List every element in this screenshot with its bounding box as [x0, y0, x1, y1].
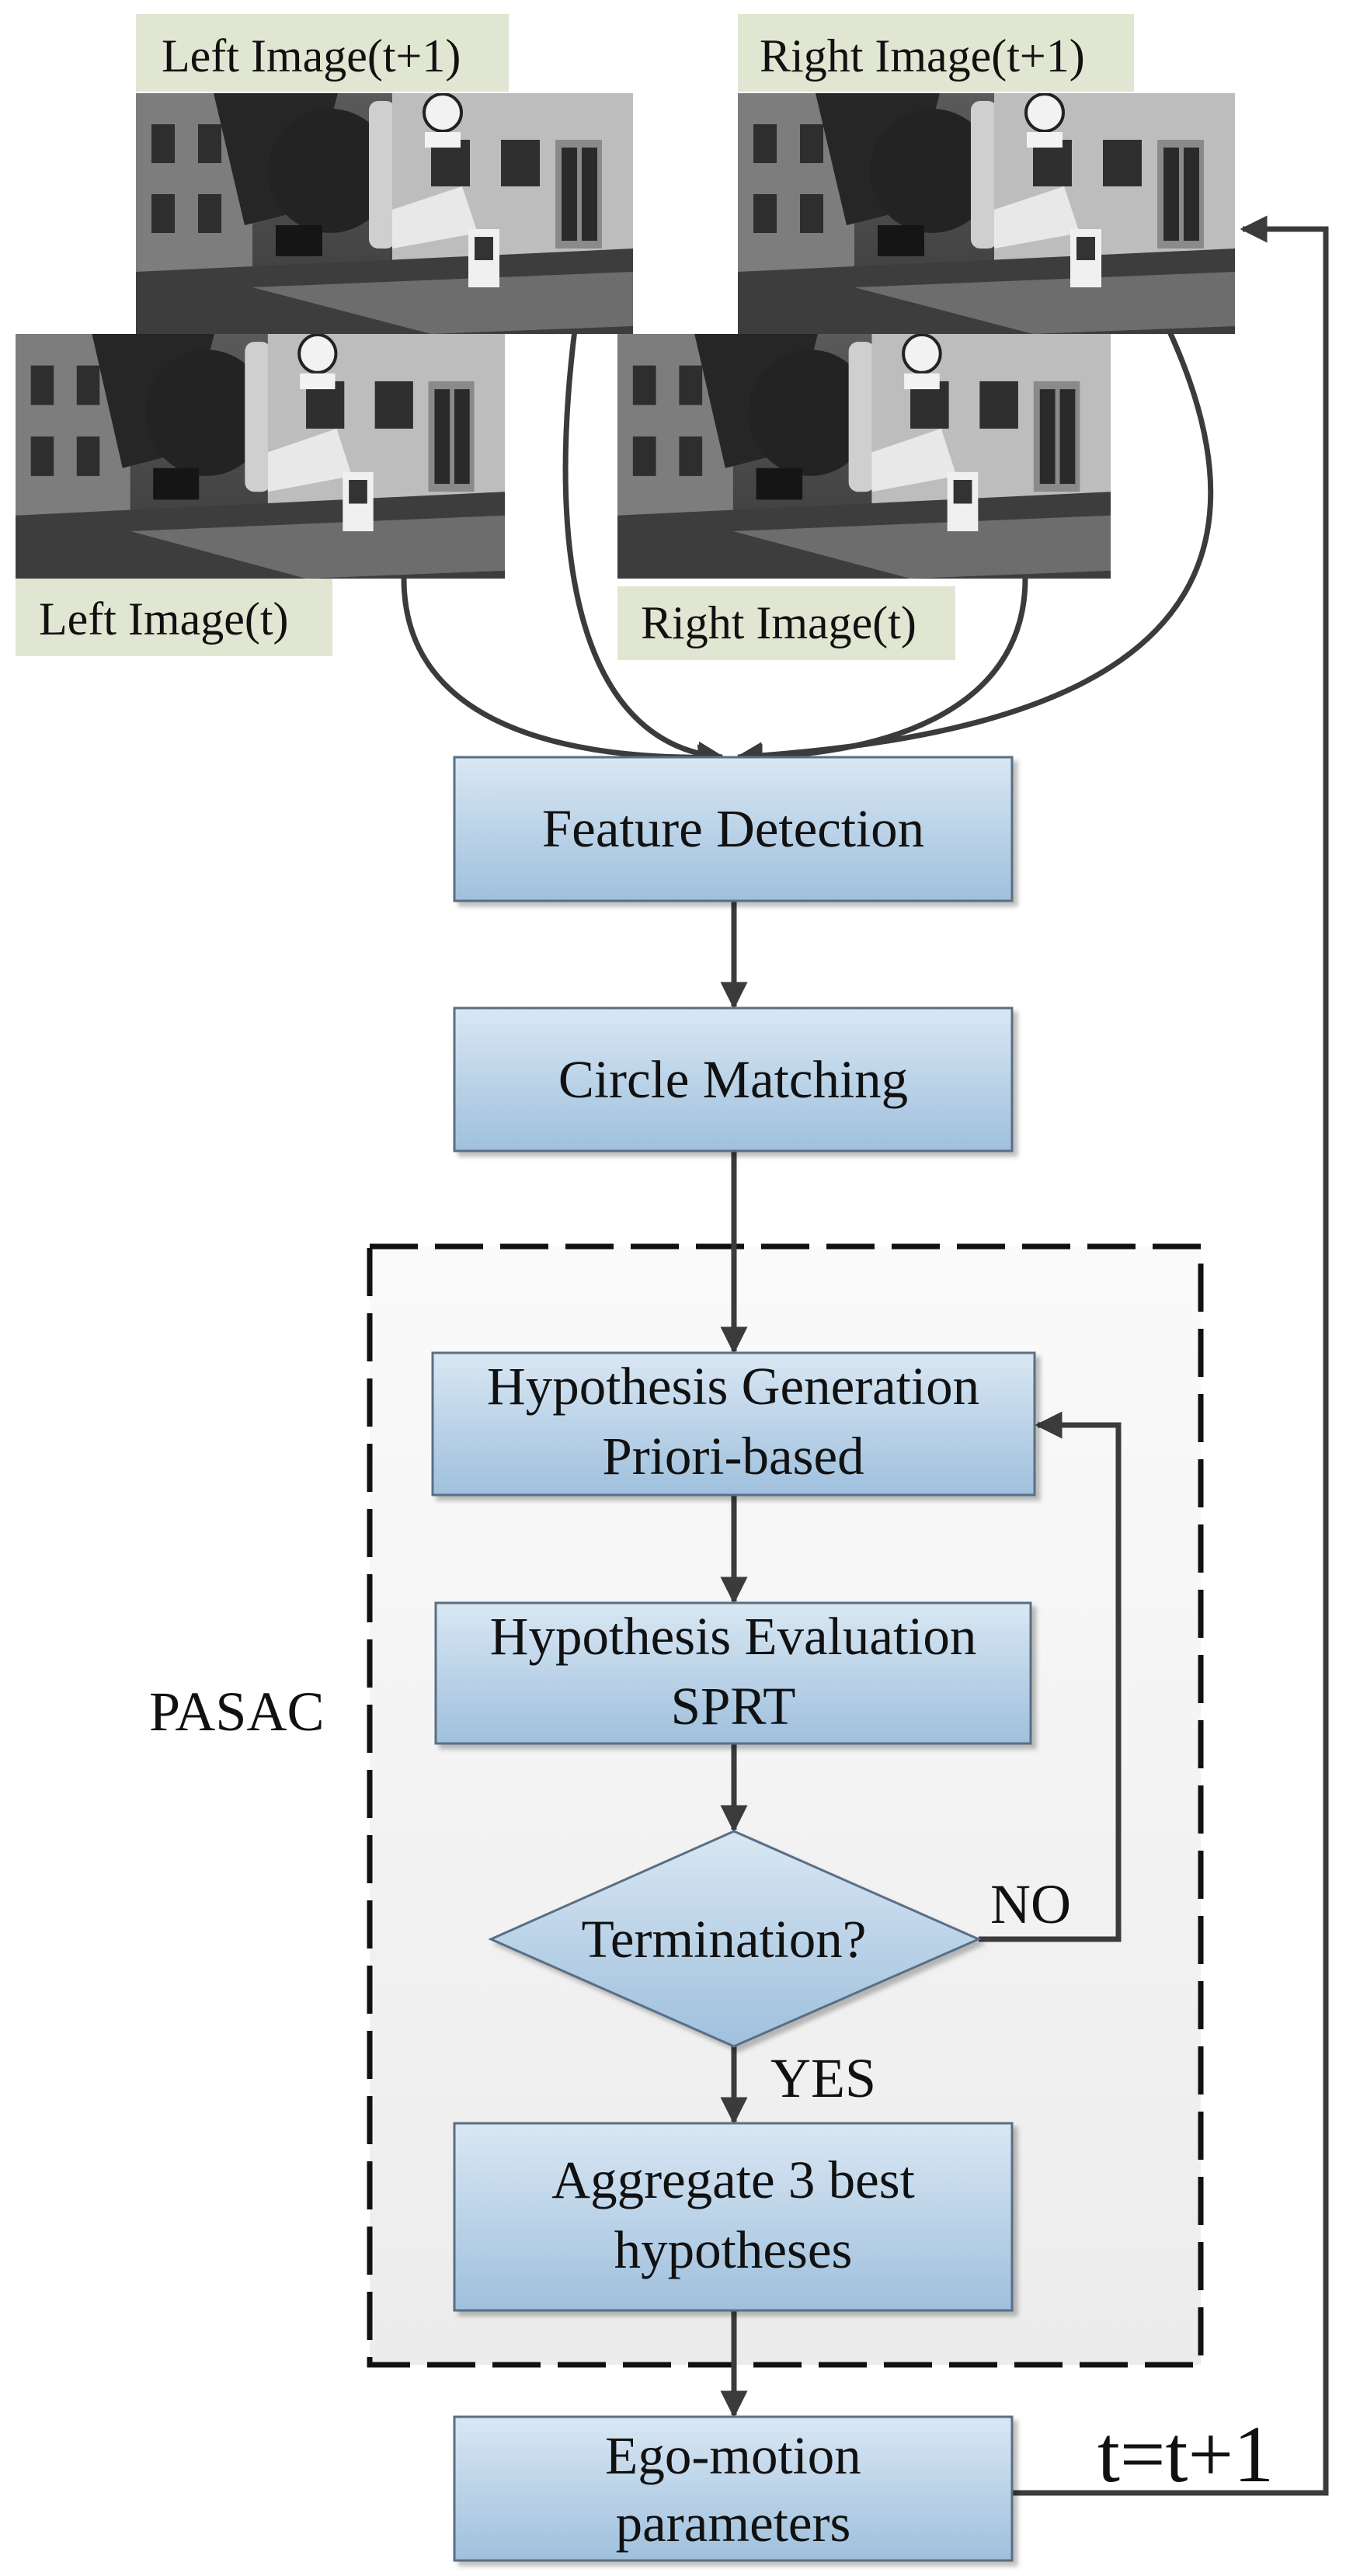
hypothesis-evaluation-box: Hypothesis Evaluation SPRT [434, 1601, 1032, 1745]
no-label: NO [990, 1873, 1071, 1935]
svg-text:Ego-motion: Ego-motion [605, 2426, 861, 2485]
image-left-t [16, 334, 505, 579]
svg-text:Left Image(t+1): Left Image(t+1) [162, 30, 461, 82]
image-left-t1 [136, 93, 633, 334]
svg-text:Priori-based: Priori-based [602, 1427, 864, 1486]
svg-text:Termination?: Termination? [582, 1910, 867, 1969]
label-right-t1: Right Image(t+1) [738, 14, 1134, 92]
ego-motion-box: Ego-motion parameters [453, 2415, 1014, 2562]
yes-label: YES [770, 2047, 876, 2109]
label-right-t: Right Image(t) [617, 586, 955, 660]
aggregate-box: Aggregate 3 best hypotheses [453, 2122, 1014, 2312]
edge-left-t1-to-feature [562, 329, 725, 769]
label-left-t1: Left Image(t+1) [136, 14, 509, 92]
svg-text:Right Image(t+1): Right Image(t+1) [760, 30, 1085, 82]
svg-text:Hypothesis Generation: Hypothesis Generation [487, 1357, 979, 1416]
svg-text:Hypothesis Evaluation: Hypothesis Evaluation [490, 1607, 977, 1666]
edge-left-t-to-feature [401, 578, 725, 772]
svg-text:Aggregate 3 best: Aggregate 3 best [551, 2150, 915, 2209]
svg-text:parameters: parameters [616, 2494, 851, 2553]
svg-text:SPRT: SPRT [671, 1677, 796, 1736]
svg-text:Feature Detection: Feature Detection [542, 799, 924, 858]
hypothesis-generation-box: Hypothesis Generation Priori-based [431, 1351, 1036, 1497]
svg-text:Right Image(t): Right Image(t) [641, 597, 916, 648]
feature-detection-box: Feature Detection [453, 756, 1014, 902]
label-left-t: Left Image(t) [16, 579, 332, 656]
svg-text:Left Image(t): Left Image(t) [39, 593, 288, 645]
edge-no-loop [979, 1411, 1122, 1942]
svg-text:Circle Matching: Circle Matching [558, 1050, 908, 1109]
circle-matching-box: Circle Matching [453, 1006, 1014, 1152]
time-step-label: t=t+1 [1097, 2410, 1274, 2499]
edge-time-loop [1010, 215, 1329, 2496]
pasac-label: PASAC [149, 1681, 325, 1743]
edge-right-t1-to-feature [735, 329, 1214, 770]
termination-decision: Termination? [488, 1830, 982, 2048]
image-right-t [617, 334, 1111, 579]
image-right-t1 [738, 93, 1235, 334]
svg-text:hypotheses: hypotheses [614, 2220, 853, 2279]
